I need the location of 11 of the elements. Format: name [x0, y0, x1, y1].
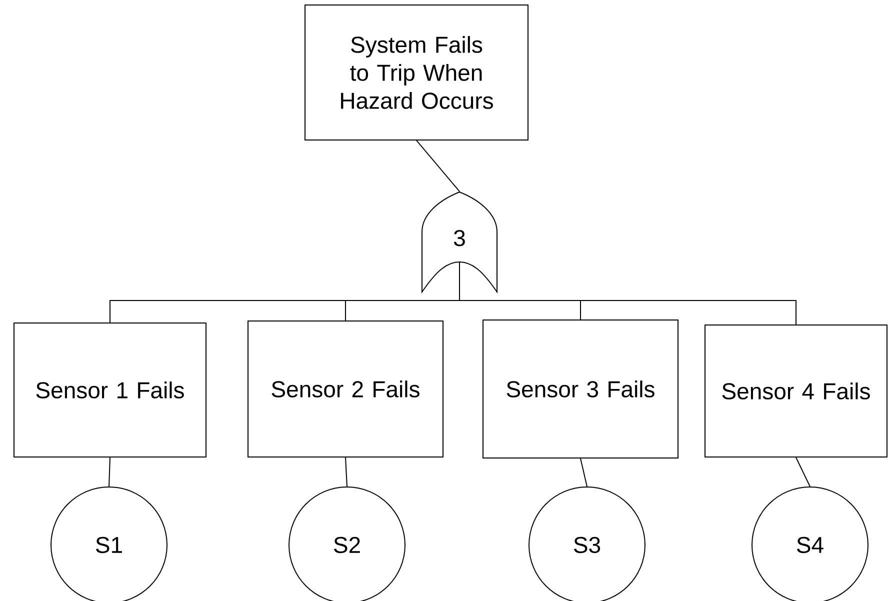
connector-line [580, 458, 588, 487]
connector-line [796, 456, 810, 487]
event-box: Sensor 3 Fails [482, 319, 678, 458]
event-box: Sensor 1 Fails [14, 322, 206, 458]
connector-line [416, 140, 460, 192]
event-box: System Fails to Trip When Hazard Occurs [304, 4, 528, 140]
event-box: Sensor 4 Fails [704, 324, 888, 458]
event-box: Sensor 2 Fails [248, 320, 444, 458]
connector-line [108, 456, 110, 487]
or-gate: 3 [422, 191, 498, 292]
connector-line [345, 456, 348, 487]
